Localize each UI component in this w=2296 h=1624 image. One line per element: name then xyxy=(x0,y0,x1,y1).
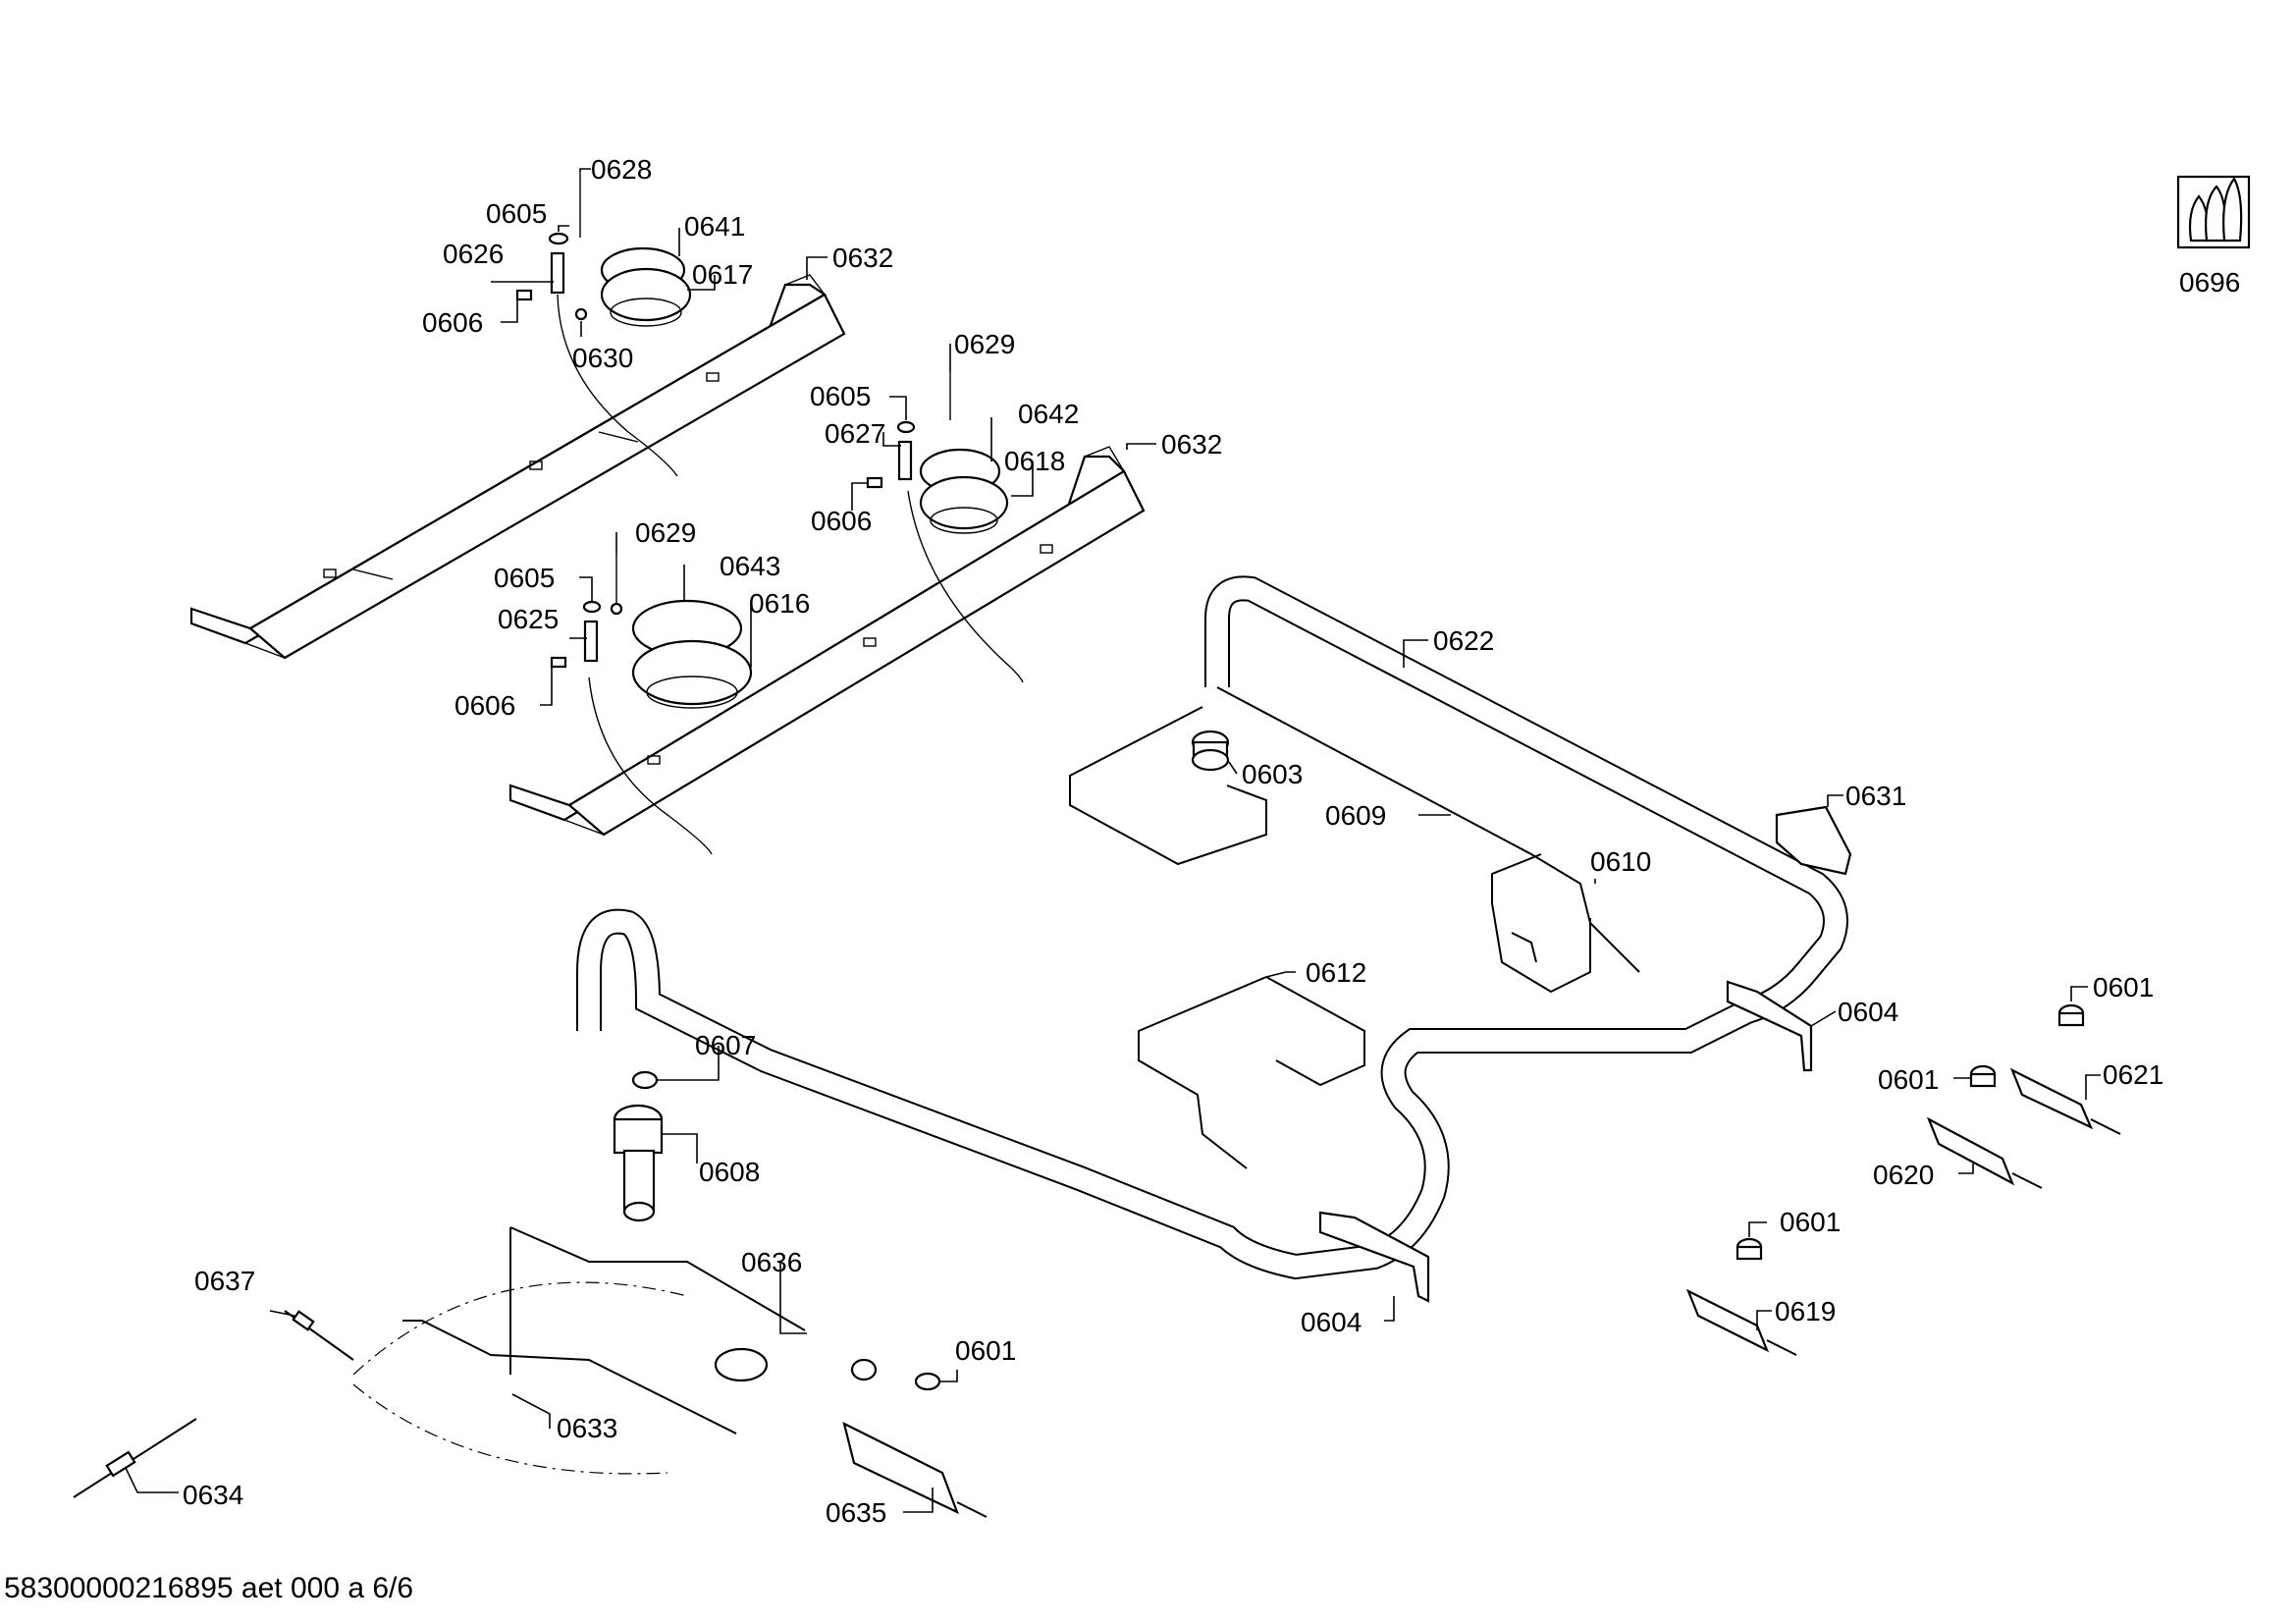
label-0617: 0617 xyxy=(692,259,753,290)
hose-connector-0608 xyxy=(613,1104,664,1222)
label-0606: 0606 xyxy=(454,690,515,721)
washer-0607 xyxy=(631,1070,659,1090)
label-0605: 0605 xyxy=(486,198,547,229)
gas-valve-0619 xyxy=(1685,1288,1797,1356)
bracket-0604-right xyxy=(1726,980,1813,1072)
label-0610: 0610 xyxy=(1590,846,1651,877)
switch-block-0631 xyxy=(1775,805,1852,876)
label-0642: 0642 xyxy=(1018,399,1079,429)
label-0604: 0604 xyxy=(1838,997,1898,1027)
label-0622: 0622 xyxy=(1433,625,1494,656)
thermocouple-0634 xyxy=(73,1418,197,1498)
tube-0612 xyxy=(1138,976,1365,1169)
label-0630: 0630 xyxy=(572,343,633,373)
label-0628: 0628 xyxy=(591,154,652,185)
bracket-0604-lower xyxy=(1318,1211,1430,1303)
label-0631: 0631 xyxy=(1845,781,1906,811)
burner-rail-upper xyxy=(189,274,846,660)
nut-0603 xyxy=(1191,730,1230,772)
nut-0601-c xyxy=(1735,1237,1763,1261)
part-labels: 0628 0605 0641 0626 0617 0632 0606 0630 … xyxy=(183,154,2240,1528)
label-0606: 0606 xyxy=(422,307,483,338)
label-0620: 0620 xyxy=(1873,1160,1934,1190)
leader-lines xyxy=(125,168,2101,1513)
label-0609: 0609 xyxy=(1325,800,1386,831)
gas-valve-0621 xyxy=(2009,1067,2121,1135)
control-tubes xyxy=(352,1226,806,1475)
gas-valve-0620 xyxy=(1926,1116,2043,1189)
label-0619: 0619 xyxy=(1775,1296,1836,1326)
label-0636: 0636 xyxy=(741,1247,802,1277)
label-0601: 0601 xyxy=(1878,1064,1939,1095)
label-0635: 0635 xyxy=(826,1497,886,1528)
label-0634: 0634 xyxy=(183,1480,243,1510)
label-0625: 0625 xyxy=(498,604,559,634)
label-0637: 0637 xyxy=(194,1266,255,1296)
tube-0609 xyxy=(1069,686,1640,973)
label-0618: 0618 xyxy=(1004,446,1065,476)
document-number: 58300000216895 aet 000 a 6/6 xyxy=(4,1572,413,1604)
electrode-set-upper xyxy=(515,172,678,477)
label-0643: 0643 xyxy=(720,551,780,581)
label-0632: 0632 xyxy=(832,243,893,273)
burner-rail-lower xyxy=(508,446,1146,837)
label-0627: 0627 xyxy=(825,418,885,449)
thermocouple-0637 xyxy=(284,1310,354,1361)
label-0696: 0696 xyxy=(2179,267,2240,298)
label-0608: 0608 xyxy=(699,1157,760,1187)
label-0626: 0626 xyxy=(443,239,504,269)
label-0621: 0621 xyxy=(2103,1059,2163,1090)
burner-cap-0641 xyxy=(600,246,692,327)
label-0632: 0632 xyxy=(1161,429,1222,460)
nut-0601-b xyxy=(1969,1064,1997,1088)
nut-0636 xyxy=(714,1347,878,1382)
nut-0601-a xyxy=(2057,1003,2085,1027)
burner-cap-0642 xyxy=(919,448,1009,534)
label-0616: 0616 xyxy=(749,588,810,619)
burner-cap-0643 xyxy=(631,599,753,709)
label-0601: 0601 xyxy=(2093,972,2154,1002)
label-0633: 0633 xyxy=(557,1413,617,1443)
electrode-set-lower xyxy=(550,555,713,855)
label-0641: 0641 xyxy=(684,211,745,242)
label-0607: 0607 xyxy=(695,1030,756,1060)
label-0606: 0606 xyxy=(811,506,872,536)
thermostat-valve-0635 xyxy=(842,1421,988,1518)
flame-symbol-icon xyxy=(2176,175,2251,249)
label-0601: 0601 xyxy=(1780,1207,1841,1237)
label-0601: 0601 xyxy=(955,1335,1016,1366)
tube-0610 xyxy=(1491,853,1591,994)
label-0604: 0604 xyxy=(1301,1307,1362,1337)
label-0605: 0605 xyxy=(494,563,555,593)
gas-manifold-pipe xyxy=(576,575,1848,1280)
label-0629: 0629 xyxy=(954,329,1015,359)
nut-0601-d xyxy=(914,1372,941,1391)
label-0605: 0605 xyxy=(810,381,871,411)
label-0629: 0629 xyxy=(635,517,696,548)
label-0603: 0603 xyxy=(1242,759,1303,789)
label-0612: 0612 xyxy=(1306,957,1366,988)
